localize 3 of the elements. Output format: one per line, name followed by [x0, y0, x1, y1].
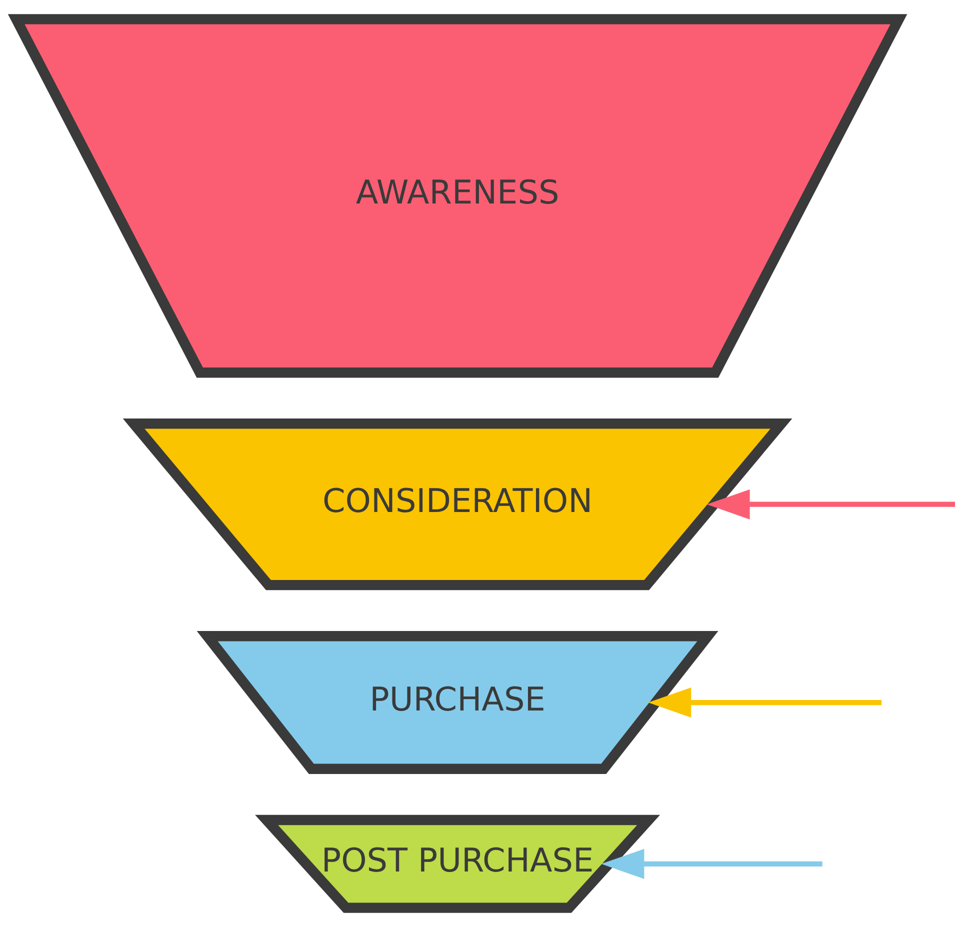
arrow	[648, 686, 882, 718]
arrow	[706, 488, 956, 519]
arrow	[601, 848, 822, 878]
